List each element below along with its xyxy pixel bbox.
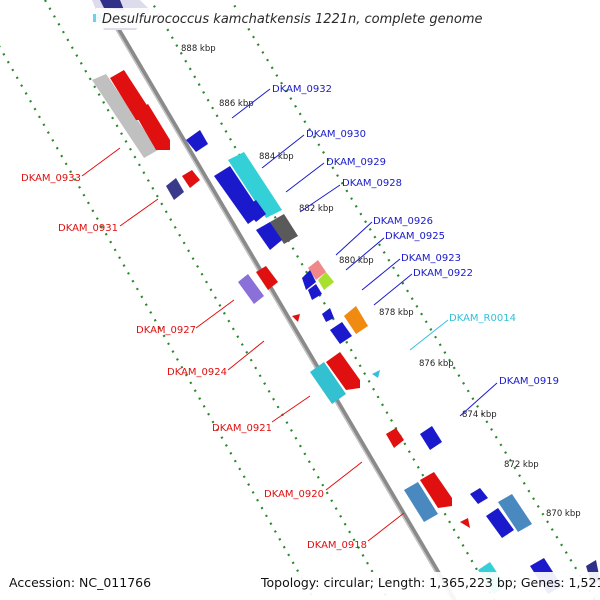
gene-feature-0931-dark[interactable] (166, 178, 184, 200)
gene-feature-0918-steel[interactable] (404, 482, 438, 522)
accession-text: Accession: NC_011766 (9, 575, 151, 590)
gene-feature-0923[interactable] (344, 306, 368, 334)
gene-feature-0925[interactable] (318, 272, 334, 290)
leader-line (271, 395, 311, 423)
gene-feature-0930[interactable] (228, 152, 282, 218)
gene-feature-0922[interactable] (330, 322, 352, 344)
leader-line (299, 184, 341, 213)
gene-label-DKAM_0930[interactable]: DKAM_0930 (306, 129, 366, 140)
scale-tick-886: 886 kbp (219, 99, 254, 109)
leader-line (285, 162, 325, 193)
gene-feature-0931-red[interactable] (182, 170, 200, 188)
leader-line (231, 88, 271, 119)
gene-label-DKAM_0921[interactable]: DKAM_0921 (212, 423, 272, 434)
scale-tick-878: 878 kbp (379, 308, 414, 318)
gene-feature-blue[interactable] (256, 222, 282, 250)
leader-line (373, 273, 413, 306)
gene-label-DKAM_0926[interactable]: DKAM_0926 (373, 216, 433, 227)
leader-line (361, 258, 401, 291)
gene-feature-small-blue2[interactable] (308, 284, 322, 300)
gene-feature-0919[interactable] (420, 426, 442, 450)
gene-feature-small[interactable] (322, 308, 334, 322)
leader-line (227, 340, 265, 371)
gene-label-DKAM_0929[interactable]: DKAM_0929 (326, 157, 386, 168)
scale-tick-876: 876 kbp (419, 359, 454, 369)
outer-right-guide (229, 0, 596, 600)
gene-label-DKAM_0923[interactable]: DKAM_0923 (401, 253, 461, 264)
gene-labels-reverse: DKAM_0933 DKAM_0931 DKAM_0927 DKAM_0924 … (21, 173, 367, 551)
genome-backbone (97, 0, 458, 600)
scale-tick-888: 888 kbp (181, 44, 216, 54)
gene-label-DKAM_0925[interactable]: DKAM_0925 (385, 231, 445, 242)
gene-feature-r0014[interactable] (372, 370, 380, 378)
gene-feature-small-red[interactable] (460, 518, 470, 528)
leader-line (345, 237, 385, 271)
scale-tick-872: 872 kbp (504, 460, 539, 470)
inner-left-guide (44, 0, 390, 600)
gene-label-DKAM_0933[interactable]: DKAM_0933 (21, 173, 81, 184)
leader-line (367, 512, 405, 542)
leader-line (261, 134, 305, 169)
page-title: Desulfurococcus kamchatkensis 1221n, com… (102, 12, 483, 27)
gene-feature-0933-red2[interactable] (134, 104, 170, 150)
leader-line (195, 299, 235, 329)
leader-lines (81, 88, 498, 542)
gene-feature-0924[interactable] (292, 314, 300, 322)
gene-feature-0928[interactable] (270, 214, 298, 244)
gene-feature-0920-red-small[interactable] (386, 428, 404, 448)
gene-feature-0933-red[interactable] (110, 70, 150, 120)
gene-feature-0933-grey[interactable] (92, 74, 158, 158)
scale-tick-874: 874 kbp (462, 410, 497, 420)
gene-feature-0932[interactable] (186, 130, 208, 152)
gene-feature-0929b[interactable] (244, 200, 266, 222)
title-backing (96, 8, 500, 28)
gene-feature-right-blue[interactable] (486, 508, 514, 538)
gene-features (92, 0, 600, 594)
gene-label-DKAM_0932[interactable]: DKAM_0932 (272, 84, 332, 95)
scale-tick-870: 870 kbp (546, 509, 581, 519)
gene-label-DKAM_0931[interactable]: DKAM_0931 (58, 223, 118, 234)
gene-feature[interactable] (100, 0, 124, 10)
gene-feature-0927-red[interactable] (256, 266, 278, 290)
genome-backbone-highlight (98, 0, 453, 600)
rna-labels: DKAM_R0014 (449, 313, 516, 324)
leader-line (459, 382, 498, 417)
gene-label-DKAM_R0014[interactable]: DKAM_R0014 (449, 313, 516, 324)
gene-feature-0918-red[interactable] (420, 472, 452, 508)
gene-label-DKAM_0924[interactable]: DKAM_0924 (167, 367, 227, 378)
gene-label-DKAM_0919[interactable]: DKAM_0919 (499, 376, 559, 387)
gene-feature-right-small[interactable] (470, 488, 488, 504)
gene-feature-0921-red[interactable] (326, 352, 360, 390)
gene-feature-small-blue[interactable] (302, 270, 316, 290)
gene-label-DKAM_0922[interactable]: DKAM_0922 (413, 268, 473, 279)
leader-line (335, 221, 373, 256)
outer-left-guide (0, 45, 316, 600)
gene-label-DKAM_0920[interactable]: DKAM_0920 (264, 489, 324, 500)
gene-feature-right-steel[interactable] (498, 494, 532, 532)
gene-label-DKAM_0927[interactable]: DKAM_0927 (136, 325, 196, 336)
scale-tick-882: 882 kbp (299, 204, 334, 214)
gene-feature-0926[interactable] (308, 260, 326, 280)
gene-feature-0927-purple[interactable] (238, 274, 264, 304)
leader-line (409, 319, 449, 351)
leader-line (119, 198, 159, 227)
leader-line (325, 461, 363, 491)
gene-label-DKAM_0928[interactable]: DKAM_0928 (342, 178, 402, 189)
footer-backing (0, 572, 600, 600)
leader-line (81, 147, 121, 177)
gene-feature-0921-cyan[interactable] (310, 362, 346, 404)
gene-label-DKAM_0918[interactable]: DKAM_0918 (307, 540, 367, 551)
gene-labels-forward: DKAM_0932 DKAM_0930 DKAM_0929 DKAM_0928 … (272, 84, 559, 387)
topology-text: Topology: circular; Length: 1,365,223 bp… (260, 575, 600, 590)
